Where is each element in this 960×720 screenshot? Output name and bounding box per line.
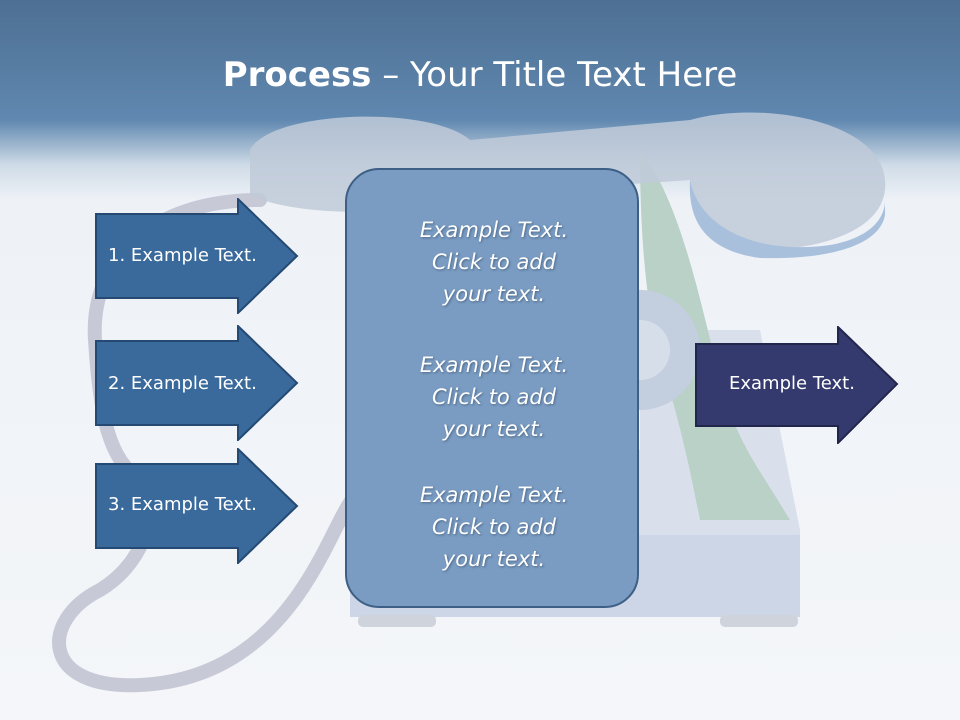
process-item-3[interactable]: Example Text. Click to add your text. — [347, 479, 641, 575]
input-arrow-3[interactable] — [95, 448, 300, 564]
slide-title[interactable]: Process – Your Title Text Here — [0, 52, 960, 98]
item-line: your text. — [442, 417, 546, 441]
process-item-2[interactable]: Example Text. Click to add your text. — [347, 349, 641, 445]
process-box[interactable]: Example Text. Click to add your text. Ex… — [345, 168, 639, 608]
item-line: Click to add — [431, 250, 556, 274]
input-arrow-2[interactable] — [95, 325, 300, 441]
title-rest: – Your Title Text Here — [371, 55, 738, 95]
process-item-1[interactable]: Example Text. Click to add your text. — [347, 214, 641, 310]
input-label-1: 1. Example Text. — [108, 245, 257, 266]
item-line: your text. — [442, 547, 546, 571]
input-label-3: 3. Example Text. — [108, 494, 257, 515]
item-line: Click to add — [431, 385, 556, 409]
item-line: Example Text. — [419, 353, 569, 377]
item-line: Example Text. — [419, 483, 569, 507]
input-arrow-1[interactable] — [95, 198, 300, 314]
item-line: your text. — [442, 282, 546, 306]
input-label-2: 2. Example Text. — [108, 373, 257, 394]
item-line: Example Text. — [419, 218, 569, 242]
output-label: Example Text. — [729, 373, 855, 394]
title-bold: Process — [222, 55, 372, 95]
item-line: Click to add — [431, 515, 556, 539]
output-arrow[interactable] — [695, 326, 900, 444]
